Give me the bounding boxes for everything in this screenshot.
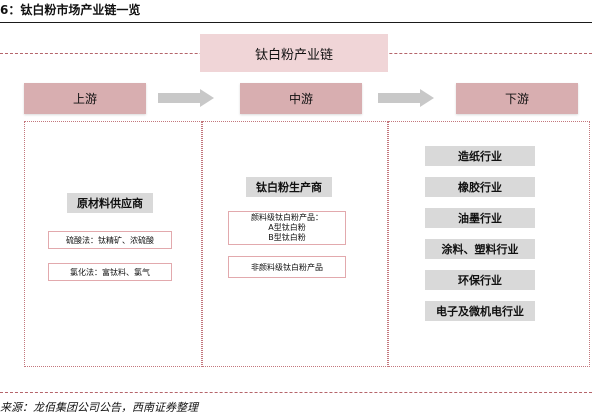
header-rule [0, 22, 592, 23]
industry-ink: 油墨行业 [425, 208, 535, 228]
figure-title: 6：钛白粉市场产业链一览 [0, 3, 141, 17]
non-pigment-grade-box: 非颜料级钛白粉产品 [228, 256, 346, 278]
pigment-type-b: B型钛白粉 [268, 233, 306, 242]
stage-midstream: 中游 [240, 83, 362, 114]
chloride-method-box: 氯化法：富钛料、氯气 [48, 263, 172, 281]
upstream-supplier-box: 原材料供应商 [67, 193, 153, 213]
industry-coating-plastic: 涂料、塑料行业 [425, 239, 535, 259]
midstream-column [202, 121, 388, 367]
industry-environmental: 环保行业 [425, 270, 535, 290]
industry-rubber: 橡胶行业 [425, 177, 535, 197]
midstream-producer-box: 钛白粉生产商 [246, 177, 332, 197]
pigment-grade-label: 颜料级钛白粉产品： [251, 213, 323, 222]
pigment-grade-box: 颜料级钛白粉产品： A型钛白粉 B型钛白粉 [228, 211, 346, 245]
upstream-column [24, 121, 202, 367]
chain-title: 钛白粉产业链 [200, 34, 388, 72]
industry-paper: 造纸行业 [425, 146, 535, 166]
source-note: 来源：龙佰集团公司公告，西南证券整理 [0, 401, 198, 414]
stage-downstream: 下游 [456, 83, 578, 114]
flow-arrow-icon [158, 89, 214, 107]
flow-arrow-icon [378, 89, 434, 107]
stage-upstream: 上游 [24, 83, 146, 114]
sulfuric-method-box: 硫酸法：钛精矿、浓硫酸 [48, 231, 172, 249]
industry-electronics-mems: 电子及微机电行业 [425, 301, 535, 321]
downstream-column [388, 121, 590, 367]
pigment-type-a: A型钛白粉 [268, 223, 306, 232]
